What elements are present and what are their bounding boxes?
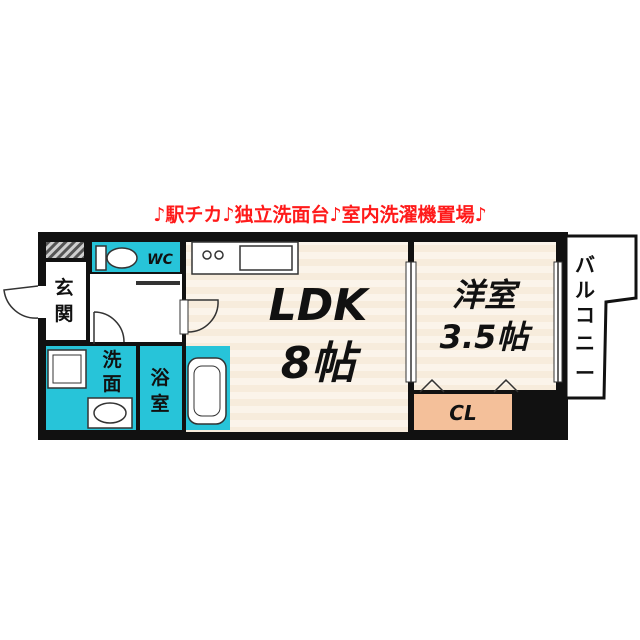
washroom-label-1: 洗	[102, 348, 121, 371]
entrance-door-swing	[3, 285, 39, 319]
entrance-label-1: 玄	[54, 276, 73, 299]
western-room-size-label: 3.5帖	[440, 318, 534, 356]
wc-label: WC	[147, 252, 173, 268]
pillar	[516, 394, 556, 432]
balcony-label-5: ー	[575, 361, 595, 385]
bathroom-label-1: 浴	[150, 367, 170, 389]
wall-closet-right	[512, 394, 516, 432]
balcony-outline	[564, 234, 638, 400]
western-room-floor	[414, 242, 556, 390]
closet-label: CL	[449, 401, 476, 425]
stove-burner	[202, 250, 212, 260]
kitchen-sink	[239, 245, 293, 271]
bathtub	[187, 357, 227, 425]
wall-wc-left	[86, 242, 90, 342]
wall-wet-top	[46, 342, 182, 346]
balcony-label-1: バ	[575, 253, 595, 277]
entrance-floor	[46, 262, 86, 340]
closet-door-swing	[419, 378, 519, 393]
wall-closet-top	[414, 390, 556, 394]
closet-floor	[414, 394, 512, 430]
bathtub-inner	[193, 365, 221, 417]
shoe-cabinet	[46, 242, 84, 258]
toilet-bowl	[106, 247, 138, 269]
washing-machine	[47, 349, 87, 389]
wall-wash-bath	[136, 346, 140, 430]
balcony-label-3: コ	[575, 303, 595, 327]
western-room-name-label: 洋室	[452, 276, 521, 314]
ldk-door-swing	[186, 299, 219, 333]
entrance-door-gap	[36, 286, 48, 318]
ldk-size-label: 8帖	[281, 338, 363, 389]
bathroom-label-2: 室	[150, 392, 169, 415]
ldk-door-gap	[179, 299, 189, 335]
wall-wc-bottom	[90, 272, 182, 274]
kitchen-counter	[191, 241, 299, 275]
washroom-label-2: 面	[102, 373, 121, 395]
wall-wet-ldk	[182, 242, 186, 432]
stove-burner	[214, 250, 224, 260]
ldk-name-label: LDK	[269, 280, 371, 331]
toilet-tank	[95, 245, 107, 271]
balcony-label-2: ル	[575, 278, 595, 302]
washing-machine-inner	[52, 354, 82, 384]
entrance-label-2: 関	[54, 303, 73, 325]
tagline: ♪駅チカ♪独立洗面台♪室内洗濯機置場♪	[153, 204, 487, 226]
vanity-basin	[93, 402, 127, 424]
hallway-floor	[90, 274, 182, 344]
washroom-door-swing	[93, 311, 125, 344]
wc-shelf	[136, 281, 180, 285]
balcony-label-4: ニ	[575, 331, 595, 355]
